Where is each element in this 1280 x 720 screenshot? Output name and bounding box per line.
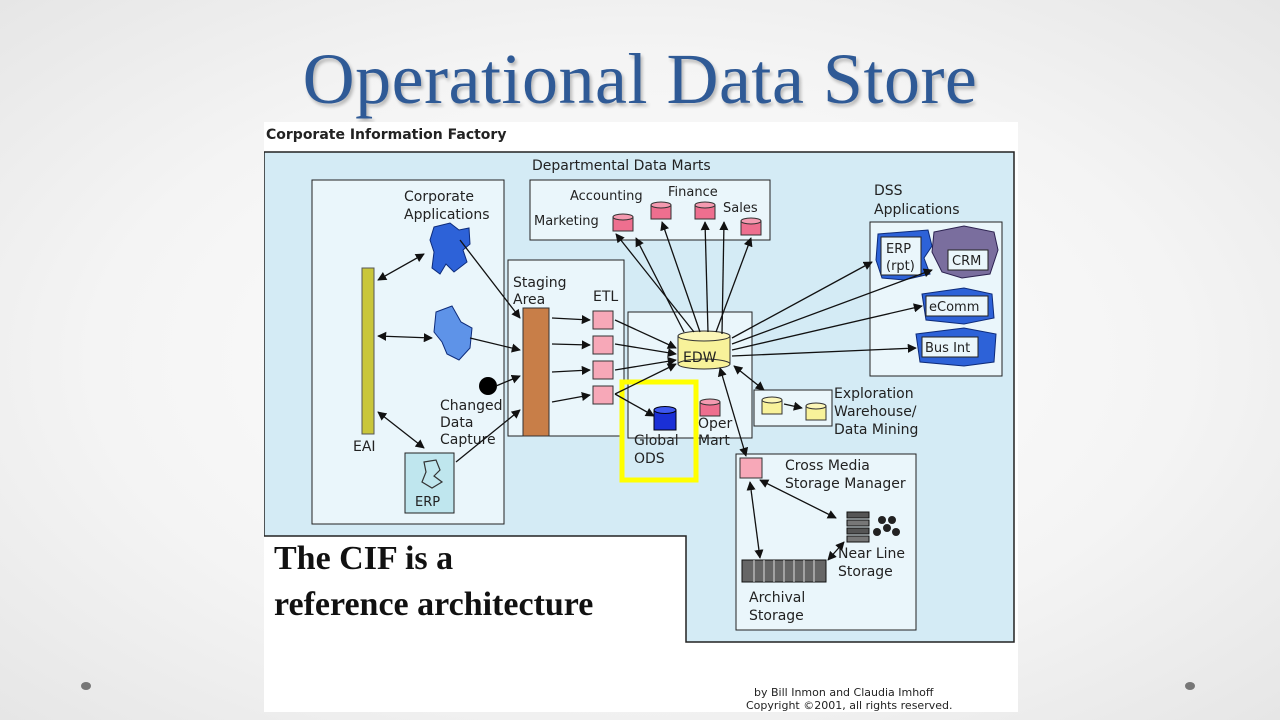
etl-step-1 — [592, 310, 614, 330]
finance-mart-icon — [694, 201, 716, 220]
edw-area-box — [627, 311, 753, 439]
staging-area-bar — [522, 307, 550, 437]
cross-media-label: Cross Media — [785, 458, 870, 474]
global-ods-label: Global — [634, 433, 679, 449]
caption-line-2: reference architecture — [274, 586, 594, 623]
oper-mart-icon — [699, 398, 721, 417]
near-line-storage-icon — [846, 511, 900, 543]
changed-data-capture-label: Changed — [440, 398, 503, 414]
cross-media-manager-icon — [739, 457, 763, 479]
changed-data-capture-label-2: Data — [440, 415, 473, 431]
global-ods-highlight — [619, 379, 699, 483]
bus-int-box — [921, 336, 979, 358]
credit-line-1: by Bill Inmon and Claudia Imhoff — [754, 686, 934, 699]
staging-area-label: Staging — [513, 275, 567, 291]
exploration-label-2: Warehouse/ — [834, 404, 917, 420]
corporate-applications-label: Corporate — [404, 189, 474, 205]
departmental-data-marts-label: Departmental Data Marts — [532, 158, 711, 174]
credit-line-2: Copyright ©2001, all rights reserved. — [746, 699, 952, 712]
nav-dot-right — [1185, 682, 1195, 690]
archival-label-2: Storage — [749, 608, 804, 624]
dss-applications-label-2: Applications — [874, 202, 960, 218]
global-ods-label-2: ODS — [634, 451, 665, 467]
data-marts-box — [529, 179, 771, 241]
erp-source-label: ERP — [415, 495, 440, 510]
global-ods-cylinder-icon — [653, 406, 677, 431]
archival-storage-icon — [741, 559, 827, 583]
changed-data-capture-label-3: Capture — [440, 432, 496, 448]
eai-bar — [361, 267, 375, 435]
edw-cylinder-icon — [677, 330, 731, 370]
corporate-app-blob-icon — [429, 222, 471, 275]
exploration-label: Exploration — [834, 386, 914, 402]
edw-label: EDW — [683, 350, 717, 366]
ecomm-box — [925, 295, 989, 317]
crm-label: CRM — [952, 254, 981, 269]
slide-title: Operational Data Store — [302, 39, 978, 119]
corporate-app-blob-2-icon — [433, 305, 473, 361]
sales-mart-icon — [740, 217, 762, 236]
exploration-label-3: Data Mining — [834, 422, 918, 438]
caption: The CIF is a reference architecture — [274, 536, 694, 628]
accounting-mart-icon — [650, 201, 672, 220]
corporate-applications-label-2: Applications — [404, 207, 490, 223]
bus-int-label: Bus Int — [925, 341, 970, 356]
eai-label: EAI — [353, 439, 376, 455]
crm-box — [947, 249, 989, 271]
accounting-label: Accounting — [570, 189, 643, 204]
changed-data-capture-dot — [479, 377, 497, 395]
sales-label: Sales — [723, 201, 758, 216]
etl-step-4 — [592, 385, 614, 405]
marketing-mart-icon — [612, 213, 634, 232]
near-line-label: Near Line — [838, 546, 905, 562]
erp-rpt-box — [880, 236, 922, 276]
archival-label: Archival — [749, 590, 805, 606]
staging-area-label-2: Area — [513, 292, 545, 308]
caption-line-1: The CIF is a — [274, 540, 454, 577]
cross-media-label-2: Storage Manager — [785, 476, 906, 492]
cif-heading: Corporate Information Factory — [266, 127, 506, 143]
erp-rpt-label: ERP — [886, 242, 911, 257]
exploration-cylinder-1-icon — [761, 396, 783, 415]
ecomm-label: eComm — [929, 300, 979, 315]
marketing-label: Marketing — [534, 214, 599, 229]
oper-mart-label-2: Mart — [698, 433, 730, 449]
dss-applications-label: DSS — [874, 183, 903, 199]
etl-step-2 — [592, 335, 614, 355]
nav-dot-left — [81, 682, 91, 690]
erp-source-icon — [421, 459, 444, 489]
exploration-cylinder-2-icon — [805, 402, 827, 421]
erp-rpt-label-2: (rpt) — [886, 259, 915, 274]
cif-diagram: Corporate Information Factory Corporate … — [264, 122, 1018, 712]
erp-source-box — [404, 452, 455, 514]
etl-label: ETL — [593, 289, 618, 305]
oper-mart-label: Oper — [698, 416, 733, 432]
finance-label: Finance — [668, 185, 718, 200]
near-line-label-2: Storage — [838, 564, 893, 580]
etl-step-3 — [592, 360, 614, 380]
